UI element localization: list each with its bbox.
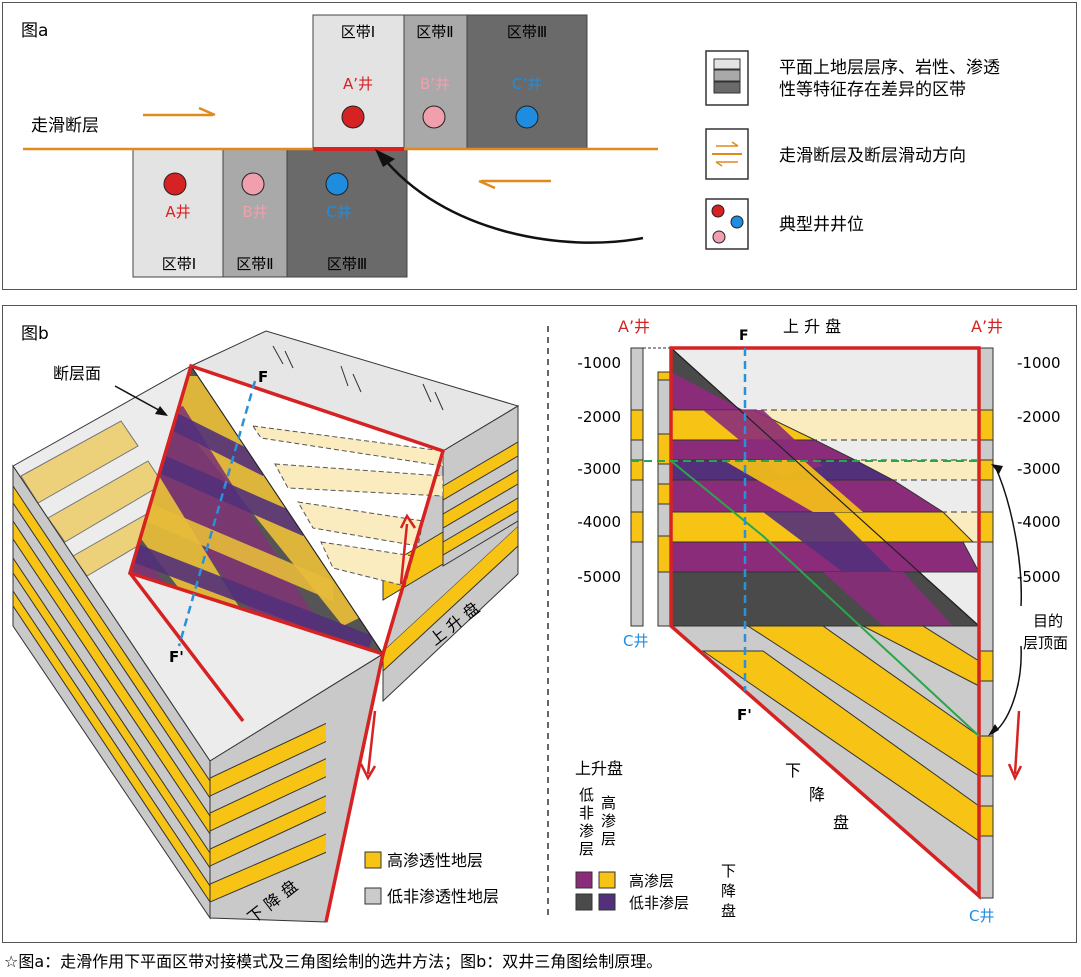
lower-zone-1: [132, 148, 224, 278]
upper-well-c-marker: [515, 105, 539, 129]
target-label-1: 目的: [1033, 612, 1063, 630]
depth-left-1000: -1000: [577, 354, 621, 372]
fault-plane-pointer: [114, 385, 168, 416]
legend-zone-line1: 平面上地层层序、岩性、渗透: [779, 58, 1000, 78]
legend-fault-text: 走滑断层及断层滑动方向: [779, 146, 966, 166]
legend-zone-icon: [705, 50, 749, 106]
legend-down-char3: 盘: [721, 902, 736, 920]
legend-down-char1: 下: [721, 862, 736, 880]
lower-well-a-label: A井: [165, 203, 190, 221]
c-well-left-label: C井: [623, 632, 648, 650]
upper-well-a-marker: [341, 105, 365, 129]
down-char-1: 下: [785, 761, 801, 780]
depth-right-1000: -1000: [1017, 354, 1061, 372]
upper-well-b-marker: [422, 105, 446, 129]
legend-fault-icon: [705, 128, 749, 180]
upper-zone-2-label: 区带Ⅱ: [416, 23, 453, 41]
legend-col2-char2: 渗: [601, 812, 616, 830]
legend-col1-char3: 渗: [579, 822, 594, 840]
depth-right-4000: -4000: [1017, 513, 1061, 531]
legend-dark-swatch: [575, 893, 593, 911]
legend-high-label: 高渗透性地层: [387, 851, 483, 870]
lower-zone-3-label: 区带Ⅲ: [327, 255, 367, 273]
depth-right-5000: -5000: [1017, 568, 1061, 586]
legend-col1-char2: 非: [579, 804, 594, 822]
depth-right-2000: -2000: [1017, 408, 1061, 426]
depth-left-2000: -2000: [577, 408, 621, 426]
right-f-prime-label: F': [737, 706, 752, 724]
ff-prime-line: [177, 380, 257, 647]
panel-b-label: 图b: [21, 324, 49, 344]
legend-col1-char1: 低: [579, 786, 594, 804]
fault-slip-arrow-right: [143, 106, 216, 117]
lower-zone-1-label: 区带Ⅰ: [162, 255, 196, 273]
lower-well-b-label: B井: [242, 203, 267, 221]
lower-well-c-label: C井: [326, 203, 351, 221]
upper-well-a-label: A’井: [343, 75, 373, 93]
selection-arrow: [375, 149, 644, 244]
upper-zone-3-label: 区带Ⅲ: [507, 23, 547, 41]
lower-well-b-marker: [241, 172, 265, 196]
fault-label: 走滑断层: [31, 116, 99, 136]
f-prime-label: F': [169, 648, 184, 666]
lower-zone-3: [286, 148, 408, 278]
down-char-3: 盘: [833, 813, 849, 832]
upper-zone-3: [466, 14, 588, 150]
legend-low-label: 低非渗透性地层: [387, 887, 499, 906]
panel-a: 图a 区带Ⅰ 区带Ⅱ 区带Ⅲ A’井 B’井 C’井 A井 B井 C井 区带Ⅰ …: [2, 2, 1077, 290]
right-well-left-label: A’井: [618, 317, 650, 336]
block-diagram: [12, 330, 520, 923]
legend-col1-char4: 层: [579, 840, 594, 858]
upper-well-c-label: C’井: [512, 75, 542, 93]
depth-left-4000: -4000: [577, 513, 621, 531]
fault-plane-label: 断层面: [53, 364, 101, 383]
right-well-right-label: A’井: [971, 317, 1003, 336]
fault-slip-arrow-left: [478, 179, 551, 190]
depth-left-3000: -3000: [577, 460, 621, 478]
legend-well-text: 典型井井位: [779, 215, 864, 235]
upper-well-b-label: B’井: [420, 75, 450, 93]
legend-high-swatch: [364, 851, 382, 869]
down-char-2: 降: [809, 785, 825, 804]
legend-down-char2: 降: [721, 882, 736, 900]
depth-right-3000: -3000: [1017, 460, 1061, 478]
legend-purple-swatch: [575, 871, 593, 889]
legend-col2-char3: 层: [601, 830, 616, 848]
f-label: F: [258, 368, 268, 386]
legend-well-icon: [705, 198, 749, 250]
legend-zone-line2: 性等特征存在差异的区带: [779, 80, 966, 100]
legend-yellow-swatch: [598, 871, 616, 889]
legend-low-swatch: [364, 887, 382, 905]
lower-well-c-marker: [325, 172, 349, 196]
figure-caption: ☆图a：走滑作用下平面区带对接模式及三角图绘制的选井方法；图b：双井三角图绘制原…: [4, 952, 663, 971]
lower-well-a-marker: [163, 172, 187, 196]
lower-zone-2-label: 区带Ⅱ: [236, 255, 273, 273]
upper-zone-1-label: 区带Ⅰ: [341, 23, 375, 41]
lower-zone-2: [222, 148, 288, 278]
panel-b: 图b: [2, 305, 1077, 943]
panel-b-diagram: 图b: [12, 317, 1068, 927]
legend-col2-char1: 高: [601, 794, 616, 812]
depth-left-5000: -5000: [577, 568, 621, 586]
right-f-label: F: [739, 328, 749, 344]
legend-violet-swatch: [598, 893, 616, 911]
triangle-diagram: [630, 346, 1023, 900]
target-label-2: 层顶面: [1023, 634, 1068, 652]
panel-a-diagram: 图a 区带Ⅰ 区带Ⅱ 区带Ⅲ A’井 B’井 C’井 A井 B井 C井 区带Ⅰ …: [21, 14, 1000, 278]
panel-a-label: 图a: [21, 21, 48, 41]
right-legend-high: 高渗层: [629, 872, 674, 890]
right-legend-low: 低非渗层: [629, 894, 689, 912]
right-top-title: 上 升 盘: [783, 317, 841, 336]
c-well-bottom-label: C井: [969, 907, 994, 925]
right-legend-title: 上升盘: [575, 759, 623, 778]
